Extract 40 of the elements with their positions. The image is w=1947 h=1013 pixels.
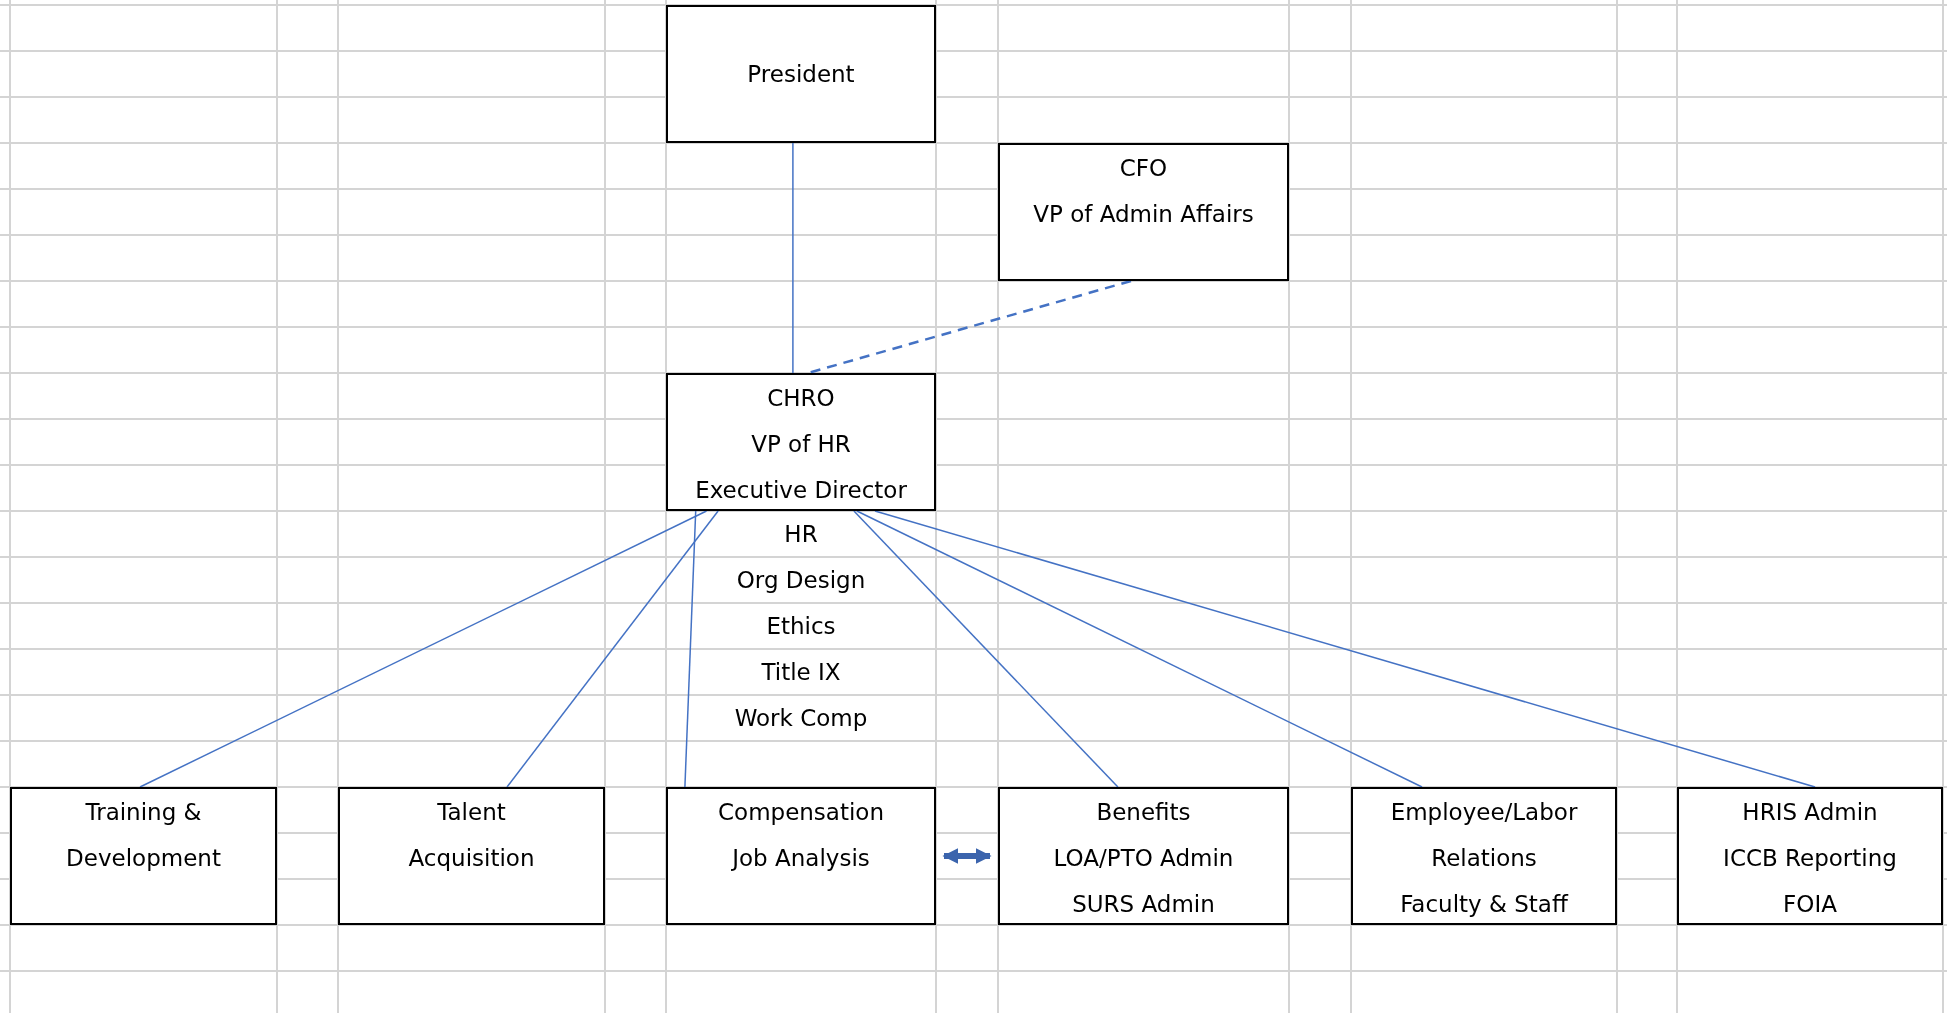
duty-label: Ethics — [766, 612, 836, 641]
box-label: HRIS Admin — [1742, 798, 1878, 827]
org-box — [666, 373, 936, 511]
box-label: LOA/PTO Admin — [1053, 844, 1234, 873]
duty-label: Work Comp — [734, 704, 868, 733]
org-box — [10, 787, 277, 925]
connector-line — [506, 510, 719, 788]
connector-line — [856, 510, 1423, 788]
org-box — [998, 787, 1289, 925]
box-label: Talent Acquisition — [407, 798, 536, 873]
org-box — [666, 787, 936, 925]
box-label: FOIA — [1783, 890, 1837, 919]
connector-line — [792, 142, 794, 374]
box-label: Compensation — [718, 798, 884, 827]
box-label: Faculty & Staff — [1400, 890, 1568, 919]
connector-line — [139, 510, 708, 788]
org-box — [998, 143, 1289, 281]
box-label: SURS Admin — [1072, 890, 1215, 919]
box-label: VP of Admin Affairs — [1033, 200, 1254, 229]
org-box — [1351, 787, 1617, 925]
connector-line — [684, 510, 697, 788]
box-label: VP of HR — [751, 430, 851, 459]
box-label: CHRO — [767, 384, 835, 413]
box-label: President — [747, 60, 855, 89]
connector-line — [874, 510, 1816, 788]
connector-line — [853, 510, 1119, 788]
box-label: Employee/Labor Relations — [1389, 798, 1579, 873]
double-arrow — [942, 848, 992, 864]
box-label: ICCB Reporting — [1723, 844, 1897, 873]
box-label: Training & Development — [65, 798, 222, 873]
box-label: Benefits — [1096, 798, 1191, 827]
org-box — [1677, 787, 1943, 925]
box-label: Job Analysis — [732, 844, 870, 873]
box-label: Executive Director — [695, 476, 907, 505]
box-label: CFO — [1119, 154, 1168, 183]
duty-label: HR — [784, 520, 818, 549]
org-box — [666, 5, 936, 143]
org-box — [338, 787, 605, 925]
duty-label: Org Design — [736, 566, 866, 595]
duty-label: Title IX — [761, 658, 841, 687]
